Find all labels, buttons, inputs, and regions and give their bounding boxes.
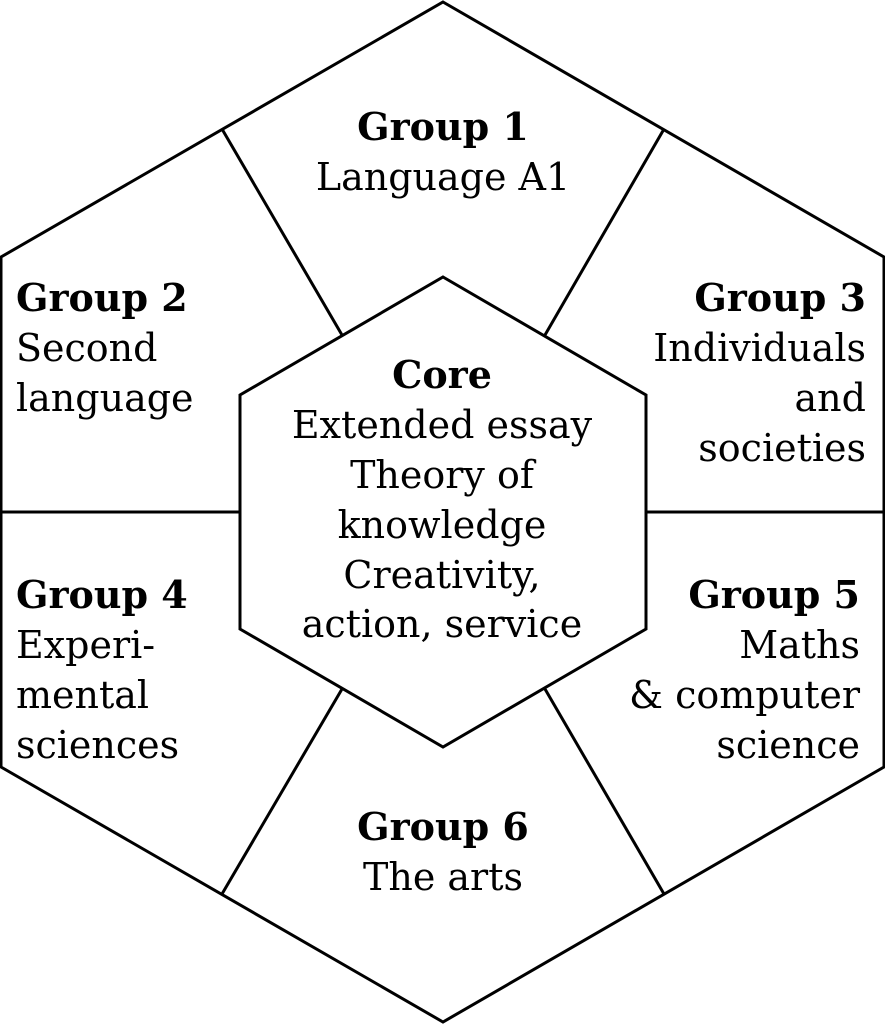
- group-1-sector: Group 1 Language A1: [316, 104, 570, 199]
- divider-top-left: [220, 128, 344, 336]
- group-6-sector: Group 6 The arts: [357, 804, 529, 899]
- group-5-sector: Group 5 Maths & computer science: [629, 572, 861, 767]
- group-5-heading: Group 5: [688, 572, 860, 617]
- group-2-line: Second: [16, 326, 157, 370]
- group-4-line: Experi-: [16, 623, 155, 667]
- group-2-heading: Group 2: [16, 275, 188, 320]
- group-3-line: Individuals: [653, 326, 866, 370]
- core-line: Theory of: [350, 453, 537, 497]
- core-line: Extended essay: [292, 403, 593, 447]
- group-3-heading: Group 3: [694, 275, 866, 320]
- core-line: action, service: [302, 602, 582, 646]
- group-2-sector: Group 2 Second language: [16, 275, 194, 420]
- group-1-heading: Group 1: [357, 104, 529, 149]
- group-3-line: societies: [698, 426, 866, 470]
- group-6-line: The arts: [363, 855, 523, 899]
- group-4-line: sciences: [16, 723, 179, 767]
- group-4-line: mental: [16, 673, 149, 717]
- group-5-line: & computer: [629, 673, 861, 717]
- group-6-heading: Group 6: [357, 804, 529, 849]
- divider-bottom-left: [220, 688, 344, 895]
- group-4-heading: Group 4: [16, 572, 188, 617]
- group-1-line: Language A1: [316, 155, 570, 199]
- group-3-sector: Group 3 Individuals and societies: [653, 275, 866, 470]
- divider-top-right: [543, 128, 666, 336]
- core-heading: Core: [392, 352, 492, 397]
- core-block: Core Extended essay Theory of knowledge …: [292, 352, 593, 646]
- divider-bottom-right: [543, 688, 666, 895]
- group-2-line: language: [16, 376, 194, 420]
- group-5-line: Maths: [739, 623, 860, 667]
- group-4-sector: Group 4 Experi- mental sciences: [16, 572, 188, 767]
- core-line: Creativity,: [343, 553, 540, 597]
- core-hexagon: [238, 275, 648, 749]
- group-3-line: and: [795, 376, 866, 420]
- group-5-line: science: [716, 723, 860, 767]
- core-line: knowledge: [338, 503, 547, 547]
